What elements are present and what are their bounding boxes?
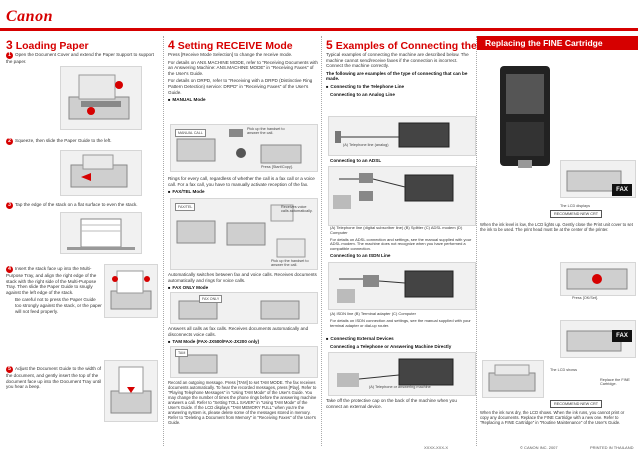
- illustration-paper-guide: [60, 150, 142, 196]
- faxonly-mode-heading: FAX ONLY Mode: [168, 285, 318, 291]
- tam-mode-heading: TAM Mode (FAX-JX500/FAX-JX200 only): [168, 339, 318, 345]
- footer-printed: PRINTED IN THAILAND: [590, 445, 634, 450]
- illustration-open-cover: [482, 360, 544, 398]
- section-number: 3: [6, 38, 13, 52]
- fax-badge-2: FAX: [612, 330, 632, 342]
- section-6-title: Replacing the FINE Cartridge: [477, 36, 638, 50]
- illustration-external-device: (A) Telephone or answering machine: [328, 352, 476, 396]
- header-rule: [0, 28, 638, 31]
- manual-mode-heading: MANUAL Mode: [168, 97, 318, 103]
- ink-dry-text: When the ink runs dry, the LCD shows. Wh…: [480, 410, 625, 425]
- illustration-insert-stack: [104, 264, 158, 318]
- column-divider: [163, 36, 164, 446]
- fax-badge: FAX: [612, 184, 632, 196]
- isdn-legend: (A) ISDN line (B) Terminal adapter (C) C…: [330, 311, 471, 328]
- footer-copyright: © CANON INC. 2007: [520, 445, 558, 450]
- illustration-analog-line: (A) Telephone line (analog): [328, 116, 476, 156]
- illustration-manual-mode: MANUAL CALL Pick up the handset to answe…: [170, 124, 318, 172]
- ext-note: Take off the protective cap on the back …: [326, 398, 457, 409]
- receive-intro: Press [Receive Mode Selection] to change…: [168, 52, 293, 57]
- header-bar: Canon: [0, 0, 638, 32]
- lcd-tam: TAM: [175, 349, 189, 357]
- connecting-column: Typical examples of connecting the machi…: [326, 52, 474, 99]
- illustration-faxonly-mode: FAX ONLY: [170, 292, 318, 324]
- lcd-faxtel: FAX/TEL: [175, 203, 196, 211]
- illustration-faxtel-mode: FAX/TEL Receives voice calls automatical…: [170, 198, 318, 270]
- manual-desc: Rings for every call, regardless of whet…: [168, 176, 318, 197]
- tam-desc: Record an outgoing message. Press [TAM] …: [168, 380, 317, 425]
- illustration-fine-cartridge: [490, 56, 560, 174]
- canon-logo: Canon: [6, 8, 53, 25]
- adsl-legend: (A) Telephone line (digital subscriber l…: [330, 225, 474, 261]
- section-number: 5: [326, 38, 333, 52]
- external-devices-heading: Connecting External Devices: [326, 336, 474, 342]
- illustration-isdn: [328, 262, 476, 310]
- illustration-tam-mode: TAM: [170, 346, 318, 378]
- illustration-press-ok: [560, 262, 636, 296]
- column-divider: [476, 36, 477, 446]
- faxonly-desc: Answers all calls as fax calls. Receives…: [168, 326, 318, 347]
- adsl-heading: Connecting to an ADSL: [330, 158, 382, 163]
- illustration-tap-stack: [60, 212, 142, 254]
- low-ink-text: When the ink level is low, the LCD light…: [480, 222, 633, 232]
- step-1-text: Open the Document Cover and extend the P…: [6, 52, 154, 64]
- faxtel-mode-heading: FAX/TEL Mode: [168, 189, 318, 195]
- recommend-new-crt-label: RECOMMEND NEW CRT: [550, 210, 603, 218]
- step-1-badge: 1: [6, 52, 13, 59]
- illustration-adsl: [328, 166, 476, 226]
- illustration-fax-bottom: [560, 320, 636, 358]
- illustration-paper-support: [60, 66, 142, 130]
- column-divider: [321, 36, 322, 446]
- lcd-faxonly: FAX ONLY: [199, 295, 223, 303]
- receive-mode-column: Press [Receive Mode Selection] to change…: [168, 52, 318, 105]
- faxtel-desc: Automatically switches between fax and v…: [168, 272, 318, 293]
- telephone-line-heading: Connecting to the Telephone Line: [326, 84, 474, 90]
- illustration-document-guide: [104, 360, 158, 422]
- section-number: 4: [168, 38, 175, 52]
- isdn-heading: Connecting to an ISDN Line: [330, 252, 391, 258]
- footer-code: XXXX-XXX-X: [424, 445, 449, 450]
- recommend-new-crt-label-2: RECOMMEND NEW CRT: [550, 400, 603, 408]
- lcd-manual: MANUAL CALL: [175, 129, 206, 137]
